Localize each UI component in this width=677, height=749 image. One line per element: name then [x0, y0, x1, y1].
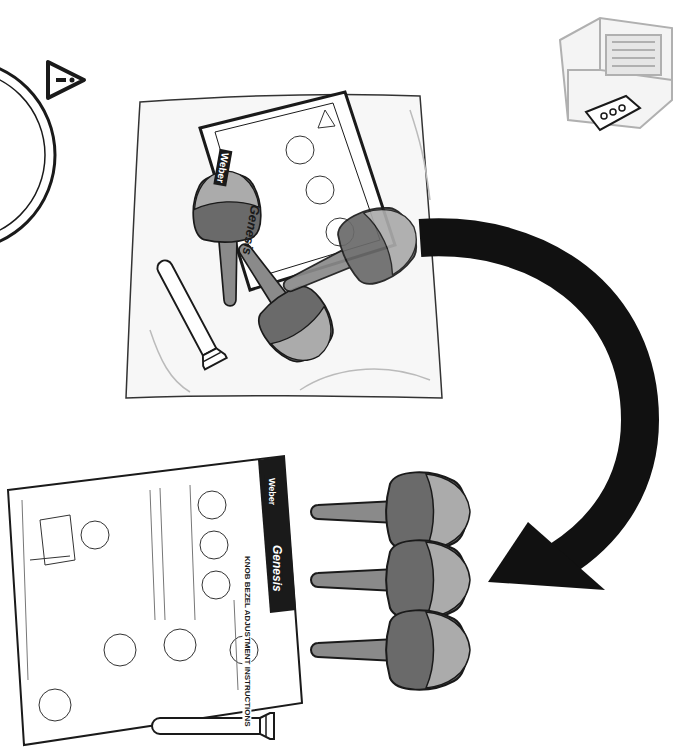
brand-name: Genesis	[269, 545, 282, 592]
brand-logo: Weber	[265, 475, 277, 508]
sheet-title: KNOB BEZEL ADJUSTMENT INSTRUCTIONS	[243, 555, 252, 728]
